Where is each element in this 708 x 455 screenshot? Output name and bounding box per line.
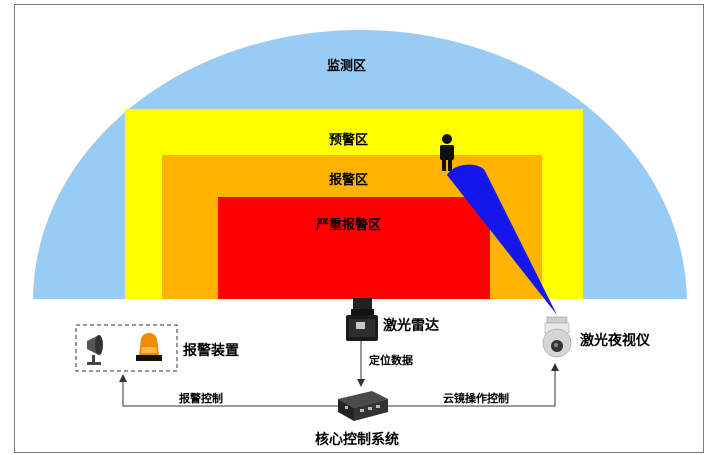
- alarm-zone-label: 报警区: [329, 173, 369, 188]
- alarm-control-label: 报警控制: [179, 392, 223, 405]
- night-vision-beam: [447, 164, 557, 315]
- alarm-device-label: 报警装置: [183, 343, 239, 359]
- ptz-control-label: 云镜操作控制: [443, 392, 509, 405]
- horn-speaker-icon: [87, 335, 103, 365]
- alarm-device-box: [75, 324, 178, 372]
- lidar-device: [346, 298, 378, 341]
- night-vision-camera: [542, 316, 572, 358]
- core-system-label: 核心控制系统: [315, 432, 399, 448]
- monitor-zone-label: 监测区: [327, 59, 367, 74]
- severe-alarm-zone: [218, 197, 490, 299]
- lidar-label: 激光雷达: [383, 318, 439, 334]
- core-control-device: [338, 391, 388, 421]
- zone-diagram: [33, 30, 687, 421]
- person-icon: [440, 134, 454, 171]
- positioning-data-label: 定位数据: [369, 354, 413, 367]
- warning-zone-label: 预警区: [329, 133, 369, 148]
- severe-alarm-zone-label: 严重报警区: [316, 218, 382, 233]
- warning-light-icon: [136, 333, 162, 361]
- arrow-core-to-alarm: [119, 374, 338, 407]
- arrow-core-to-camera: [388, 363, 559, 407]
- night-vision-label: 激光夜视仪: [580, 333, 650, 349]
- diagram-frame: 监测区 预警区 报警区 严重报警区 激光雷达 激光夜视仪 报警装置 核心控制系统…: [14, 4, 704, 453]
